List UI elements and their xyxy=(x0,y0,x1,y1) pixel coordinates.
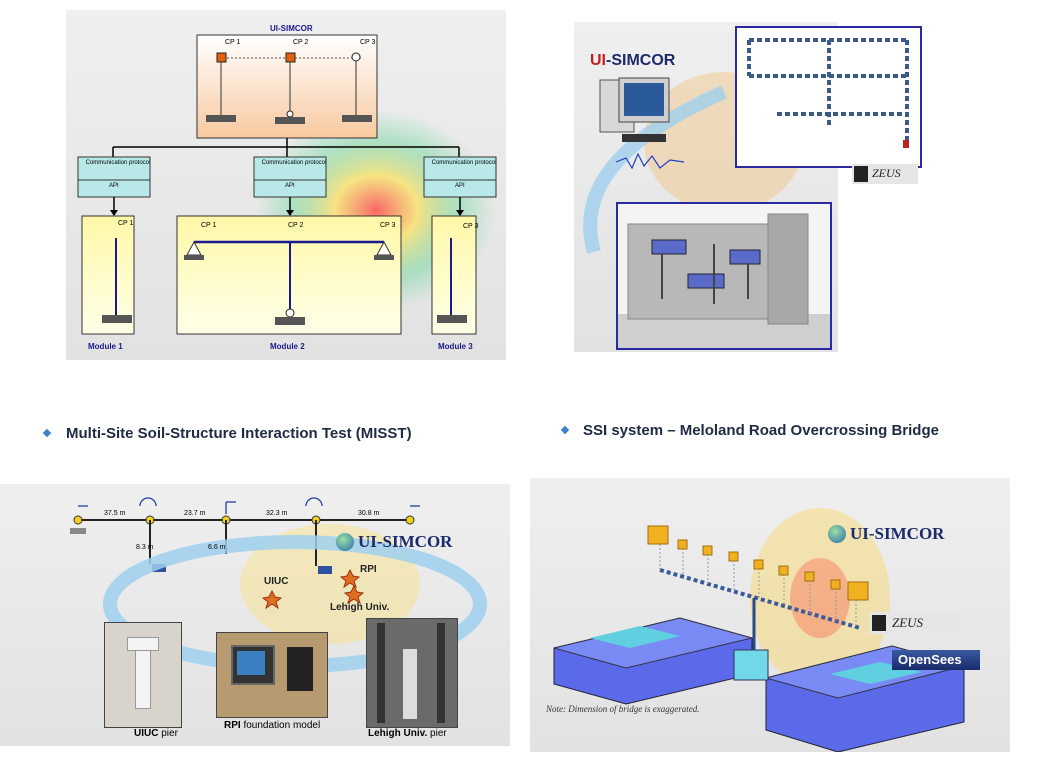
globe-icon xyxy=(336,533,354,551)
lehigh-label: Lehigh Univ. xyxy=(330,602,390,613)
dim-3: 32.3 m xyxy=(266,510,288,517)
bullet-diamond-icon xyxy=(560,425,570,435)
comm-box-1 xyxy=(77,156,151,198)
caption-rpi: RPI foundation model xyxy=(224,720,321,731)
bullet-diamond-icon xyxy=(42,428,52,438)
cp-top-1: CP 1 xyxy=(225,39,241,46)
bullet-left-text: Multi-Site Soil-Structure Interaction Te… xyxy=(66,425,412,442)
uiuc-label: UIUC xyxy=(264,576,289,587)
api-label-1: API xyxy=(109,183,119,189)
uiuc-star-icon xyxy=(261,589,283,610)
simcor-title: UI-SIMCOR xyxy=(270,24,313,33)
ui-simcor-brand: UI-SIMCOR xyxy=(590,52,676,69)
pier-block xyxy=(733,649,769,681)
mod2-cp1: CP 1 xyxy=(201,222,217,229)
simcor-logo-text: UI-SIMCOR xyxy=(850,524,945,543)
ssi-panel: UI-SIMCOR ZEUS OpenSees Note: Dimension … xyxy=(530,478,1010,752)
ground-3 xyxy=(342,115,372,122)
ground-2 xyxy=(275,117,305,124)
caption-uiuc: UIUC pier xyxy=(134,728,178,739)
cp3-node xyxy=(351,52,361,62)
ssi-svg xyxy=(553,508,966,752)
module-diagram-svg xyxy=(77,34,497,335)
lehigh-pier-photo xyxy=(366,618,458,728)
ui-simcor-logo: UI-SIMCOR xyxy=(818,520,998,548)
comm-label-3: Communication protocol xyxy=(431,160,497,166)
rpi-star-icon xyxy=(339,568,361,589)
bullet-right-text: SSI system – Meloland Road Overcrossing … xyxy=(583,422,939,439)
mod1-cp1: CP 1 xyxy=(118,220,134,227)
height-1: 8.3 m xyxy=(136,544,154,551)
zeus-logo: ZEUS xyxy=(870,612,958,634)
cp-top-3: CP 3 xyxy=(360,39,376,46)
misst-panel: 37.5 m 23.7 m 32.3 m 30.8 m 8.3 m 6.6 m … xyxy=(0,484,510,746)
api-label-2: API xyxy=(285,183,295,189)
rpi-model-photo xyxy=(216,632,328,718)
rpi-label: RPI xyxy=(360,564,377,575)
module-3-label: Module 3 xyxy=(438,342,473,351)
api-label-3: API xyxy=(455,183,465,189)
module-1-label: Module 1 xyxy=(88,342,123,351)
cp-top-2: CP 2 xyxy=(293,39,309,46)
height-2: 6.6 m xyxy=(208,544,226,551)
cp2-node xyxy=(285,52,296,63)
mod2-cp3: CP 3 xyxy=(380,222,396,229)
lab-setup-svg xyxy=(618,213,830,348)
zeus-mark-icon xyxy=(872,615,886,631)
globe-icon xyxy=(828,525,846,543)
comm-label-2: Communication protocol xyxy=(261,160,327,166)
ui-simcor-logo: UI-SIMCOR xyxy=(308,530,488,556)
module-diagram-panel: UI-SIMCOR CP 1 CP 2 CP 3 Communication p… xyxy=(66,10,506,360)
comm-box-2 xyxy=(253,156,327,198)
zeus-text: ZEUS xyxy=(892,615,924,630)
frame-model-box xyxy=(735,26,922,168)
mod2-cp2: CP 2 xyxy=(288,222,304,229)
module-3-box xyxy=(431,215,477,335)
lehigh-star-icon xyxy=(343,584,365,605)
simcor-logo-text: UI-SIMCOR xyxy=(358,532,453,551)
module-1-box xyxy=(81,215,135,335)
frame-model-svg xyxy=(747,38,909,148)
pc-keyboard xyxy=(622,134,666,142)
ground-1 xyxy=(206,115,236,122)
mod3-cp3: CP 3 xyxy=(463,223,479,230)
dim-2: 23.7 m xyxy=(184,510,206,517)
bridge-note: Note: Dimension of bridge is exaggerated… xyxy=(546,704,700,714)
comm-box-3 xyxy=(423,156,497,198)
cp1-node xyxy=(216,52,227,63)
zeus-logo: ZEUS xyxy=(852,164,918,184)
dim-1: 37.5 m xyxy=(104,510,126,517)
opensees-logo: OpenSees xyxy=(892,650,980,670)
dim-4: 30.8 m xyxy=(358,510,380,517)
opensees-text: OpenSees xyxy=(898,652,962,667)
comm-label-1: Communication protocol xyxy=(85,160,151,166)
zeus-mark-icon xyxy=(854,166,868,182)
signal-wave xyxy=(615,152,685,170)
uiuc-pier-photo xyxy=(104,622,182,728)
zeus-text: ZEUS xyxy=(872,166,901,180)
lab-setup-box xyxy=(616,202,832,350)
caption-lehigh: Lehigh Univ. pier xyxy=(368,728,447,739)
module-2-label: Module 2 xyxy=(270,342,305,351)
